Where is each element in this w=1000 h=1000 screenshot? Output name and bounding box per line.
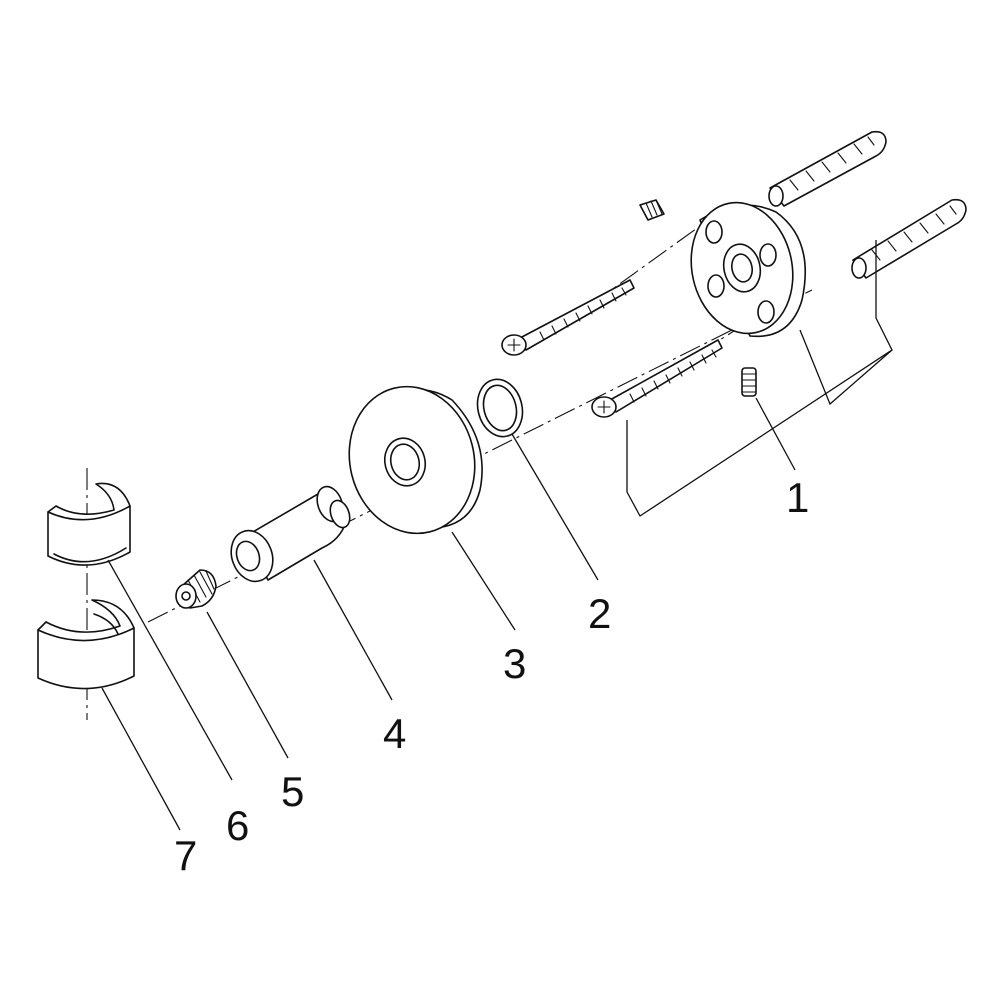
callout-5: 5 bbox=[281, 768, 304, 815]
wood-screw-lower bbox=[591, 339, 723, 418]
callout-labels: 1 2 3 4 5 6 7 bbox=[174, 474, 809, 879]
callout-6: 6 bbox=[226, 802, 249, 849]
part-3-rosette bbox=[348, 385, 516, 631]
part-5-threaded-nipple bbox=[175, 569, 289, 759]
wall-anchor-top bbox=[768, 130, 887, 207]
part-1-mounting-kit bbox=[501, 130, 967, 517]
callout-4: 4 bbox=[383, 710, 406, 757]
part-6-upper-half-clamp bbox=[47, 482, 233, 781]
part-2-o-ring bbox=[476, 378, 599, 581]
mounting-plate bbox=[690, 201, 807, 338]
callout-3: 3 bbox=[503, 640, 526, 687]
grub-screw-upper bbox=[639, 199, 665, 221]
wood-screw-upper bbox=[501, 279, 635, 356]
callout-1: 1 bbox=[786, 474, 809, 521]
callout-7: 7 bbox=[174, 832, 197, 879]
wall-anchor-bottom bbox=[851, 198, 967, 279]
grub-screw-lower bbox=[741, 367, 757, 397]
part-4-connector-sleeve bbox=[230, 485, 393, 701]
callout-2: 2 bbox=[588, 590, 611, 637]
part-7-lower-half-clamp bbox=[37, 599, 181, 831]
